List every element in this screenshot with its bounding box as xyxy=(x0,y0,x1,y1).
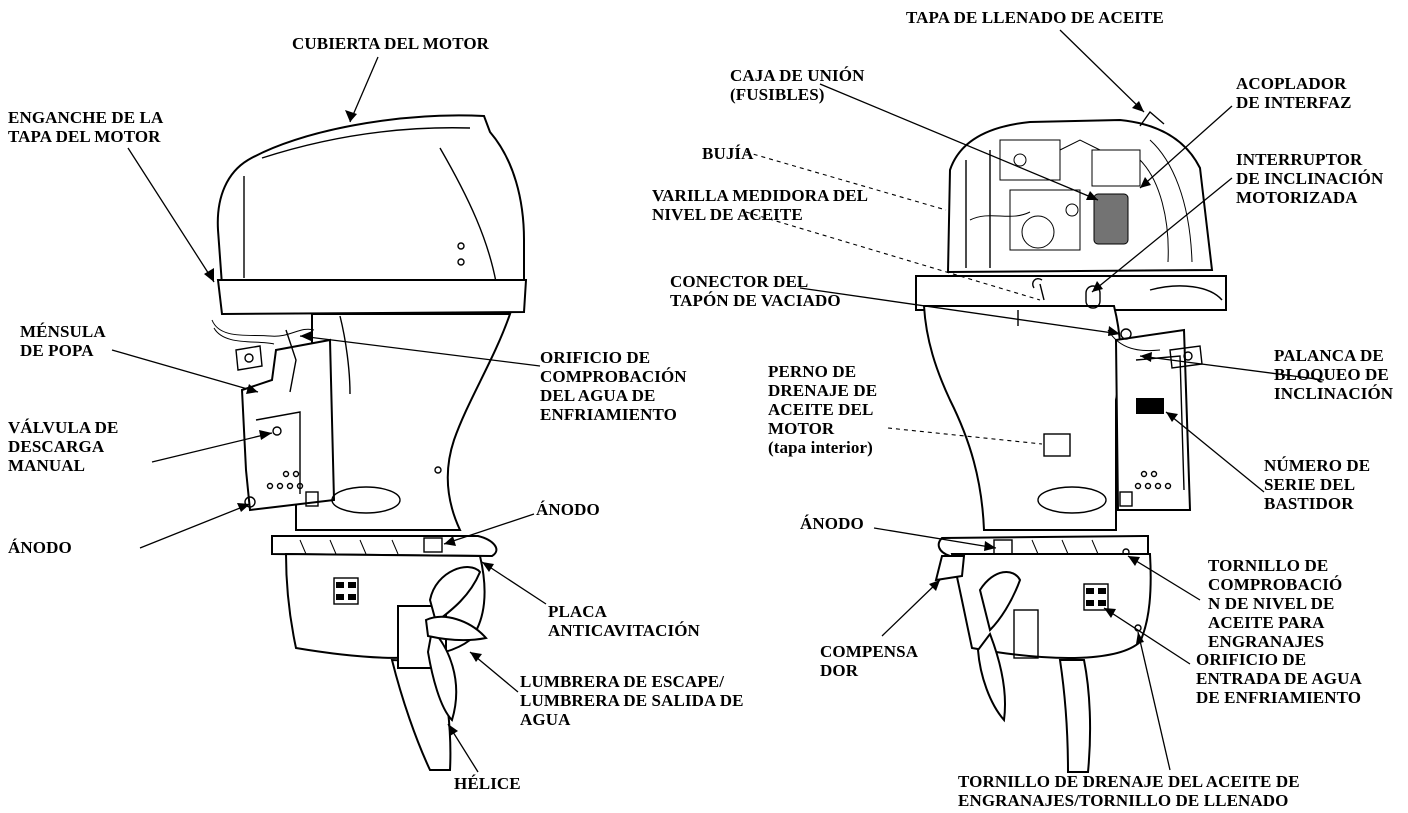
label-anodo-left-plate: ÁNODO xyxy=(536,500,600,519)
label-palanca-bloqueo: PALANCA DE BLOQUEO DE INCLINACIÓN xyxy=(1274,346,1394,403)
label-placa-anticavitacion: PLACA ANTICAVITACIÓN xyxy=(548,602,700,640)
leader-valvula xyxy=(151,432,273,463)
left-propeller xyxy=(397,566,488,722)
label-helice: HÉLICE xyxy=(454,774,521,793)
leader-placa xyxy=(481,561,547,605)
leader-cubierta xyxy=(349,56,379,123)
label-cubierta-del-motor: CUBIERTA DEL MOTOR xyxy=(292,34,490,53)
leader-tornillo-comprobacion xyxy=(1127,555,1201,601)
right-stern-bracket xyxy=(1114,328,1192,511)
leader-interruptor xyxy=(1091,177,1233,293)
label-numero-serie: NÚMERO DE SERIE DEL BASTIDOR xyxy=(1264,456,1371,513)
leader-perno xyxy=(887,427,1043,445)
right-midsection xyxy=(922,305,1122,531)
leader-orificio-entrada xyxy=(1103,607,1191,665)
label-caja-union: CAJA DE UNIÓN (FUSIBLES) xyxy=(730,66,865,104)
label-acoplador-interfaz: ACOPLADOR DE INTERFAZ xyxy=(1236,74,1352,112)
leader-anodo-plate xyxy=(443,513,535,545)
label-tapa-llenado-aceite: TAPA DE LLENADO DE ACEITE xyxy=(906,8,1164,27)
leader-tornillo-drenaje xyxy=(1137,631,1171,771)
label-lumbrera-escape: LUMBRERA DE ESCAPE/ LUMBRERA DE SALIDA D… xyxy=(520,672,744,729)
leader-caja-union xyxy=(819,83,1099,201)
leader-acoplador xyxy=(1139,105,1233,189)
leader-anodo-right xyxy=(873,527,997,549)
leader-conector xyxy=(799,287,1121,335)
label-valvula-descarga: VÁLVULA DE DESCARGA MANUAL xyxy=(8,418,119,475)
label-orificio-comprobacion: ORIFICIO DE COMPROBACIÓN DEL AGUA DE ENF… xyxy=(540,348,687,424)
leader-anodo-left xyxy=(139,503,251,549)
label-compensador: COMPENSA DOR xyxy=(820,642,919,680)
label-varilla-medidora: VARILLA MEDIDORA DEL NIVEL DE ACEITE xyxy=(652,186,869,224)
label-bujia: BUJÍA xyxy=(702,144,754,163)
label-tornillo-drenaje: TORNILLO DE DRENAJE DEL ACEITE DE ENGRAN… xyxy=(958,772,1300,810)
right-propeller xyxy=(976,571,1039,723)
leader-compensador xyxy=(881,579,941,637)
label-anodo-right: ÁNODO xyxy=(800,514,864,533)
left-tilt-holes xyxy=(266,470,304,490)
leader-lines xyxy=(111,29,1325,773)
leader-varilla xyxy=(745,211,1041,301)
right-tilt-holes xyxy=(1134,470,1172,490)
leader-orificio-comprobacion xyxy=(299,335,541,367)
left-anticavitation-plate xyxy=(271,535,498,558)
label-interruptor-inclinacion: INTERRUPTOR DE INCLINACIÓN MOTORIZADA xyxy=(1236,150,1384,207)
right-motor-drawing xyxy=(915,110,1227,773)
leader-palanca xyxy=(1139,355,1325,381)
label-enganche-tapa: ENGANCHE DE LA TAPA DEL MOTOR xyxy=(8,108,164,146)
label-perno-drenaje: PERNO DE DRENAJE DE ACEITE DEL MOTOR (ta… xyxy=(768,362,878,457)
leader-numero-serie xyxy=(1165,411,1265,493)
left-motor-drawing xyxy=(211,114,528,771)
label-conector-tapon: CONECTOR DEL TAPÓN DE VACIADO xyxy=(670,272,841,310)
leader-bujia xyxy=(745,151,947,211)
left-stern-bracket xyxy=(240,338,336,512)
leader-enganche xyxy=(127,147,215,283)
label-mensula-de-popa: MÉNSULA DE POPA xyxy=(20,322,106,360)
leader-tapa-llenado xyxy=(1059,29,1145,113)
left-engine-cowling xyxy=(216,114,525,286)
label-orificio-entrada: ORIFICIO DE ENTRADA DE AGUA DE ENFRIAMIE… xyxy=(1196,650,1362,707)
leader-mensula xyxy=(111,349,259,393)
right-gearcase xyxy=(950,553,1152,660)
label-anodo-left-bottom: ÁNODO xyxy=(8,538,72,557)
label-tornillo-comprobacion: TORNILLO DE COMPROBACIÓ N DE NIVEL DE AC… xyxy=(1208,556,1343,651)
